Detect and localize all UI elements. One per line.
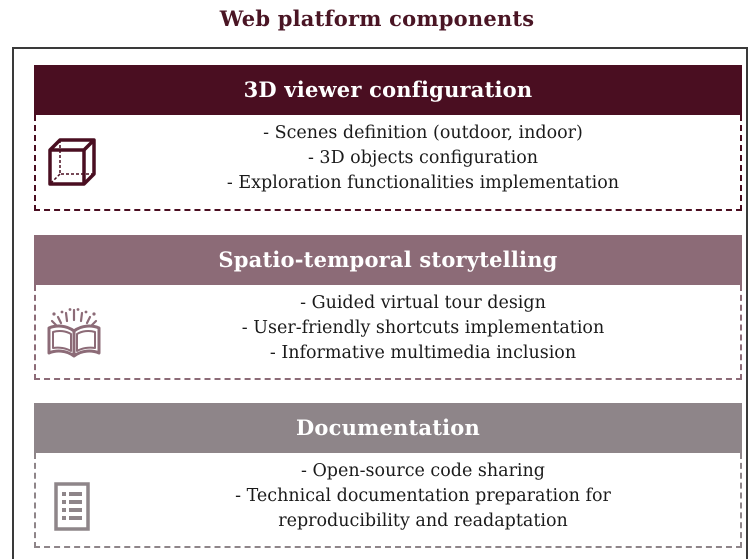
- list-item: - Guided virtual tour design: [300, 293, 546, 313]
- section-header-storytelling: Spatio-temporal storytelling: [34, 235, 742, 285]
- list-item: - Open-source code sharing: [300, 461, 546, 481]
- list-item: - Technical documentation preparation fo…: [235, 486, 611, 506]
- list-item: reproducibility and readaptation: [278, 511, 568, 531]
- outer-frame: [12, 47, 748, 559]
- section-lines: - Scenes definition (outdoor, indoor) - …: [116, 121, 730, 196]
- cube-icon: [46, 137, 100, 191]
- list-item: - Informative multimedia inclusion: [269, 343, 577, 363]
- section-body-3d-viewer: - Scenes definition (outdoor, indoor) - …: [34, 115, 742, 211]
- section-lines: - Open-source code sharing - Technical d…: [116, 459, 730, 534]
- section-header-documentation: Documentation: [34, 403, 742, 453]
- page-title: Web platform components: [219, 6, 535, 31]
- list-item: - User-friendly shortcuts implementation: [241, 318, 605, 338]
- list-item: - 3D objects configuration: [307, 148, 539, 168]
- list-item: - Exploration functionalities implementa…: [226, 173, 620, 193]
- section-body-storytelling: - Guided virtual tour design - User-frie…: [34, 285, 742, 380]
- section-lines: - Guided virtual tour design - User-frie…: [116, 291, 730, 366]
- document-list-icon: [46, 481, 100, 537]
- open-book-icon: [46, 307, 102, 363]
- section-header-3d-viewer: 3D viewer configuration: [34, 65, 742, 115]
- list-item: - Scenes definition (outdoor, indoor): [263, 123, 583, 143]
- section-body-documentation: - Open-source code sharing - Technical d…: [34, 453, 742, 548]
